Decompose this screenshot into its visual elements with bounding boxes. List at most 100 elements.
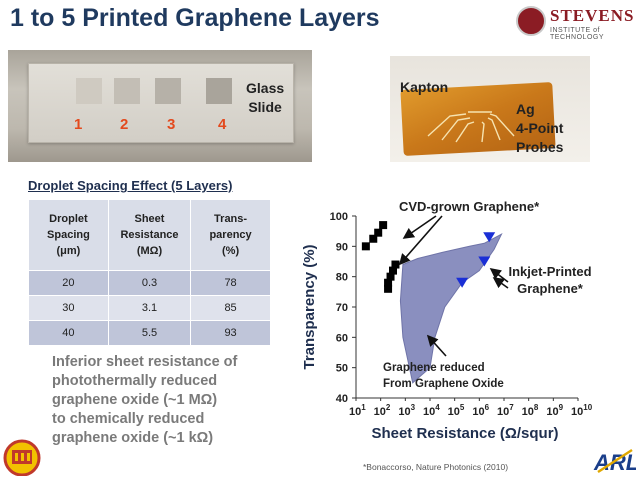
annotation-go: Graphene reduced [383,362,485,374]
glass-slide-label: Glass Slide [246,79,284,117]
inkjet-graphene-point [478,256,491,267]
x-tick-label: 104 [423,403,440,418]
arl-logo: ARL [592,446,638,476]
stevens-logo: STEVENS INSTITUTE of TECHNOLOGY [516,2,634,42]
inkjet-graphene-point [483,232,496,243]
table-row: 20 0.3 78 [28,270,271,296]
graphene-oxide-region [399,233,503,384]
inkjet-graphene-point [456,277,469,288]
note-line: Inferior sheet resistance of [52,354,238,370]
kapton-label: Kapton [400,79,449,95]
cvd-graphene-point [386,272,395,281]
note-line: to chemically reduced [52,411,205,427]
table-row: 40 5.5 93 [28,320,271,346]
droplet-spacing-table: Droplet Spacing (μm) Sheet Resistance (M… [28,199,271,346]
table-cell: 40 [28,320,109,346]
table-cell: 3.1 [107,295,192,321]
ag-probe-label: Ag 4-Point Probes [516,100,563,157]
header-text: Trans- [214,213,248,225]
y-tick-label: 100 [330,211,348,223]
glass-label-line2: Slide [248,99,282,115]
x-tick-label: 109 [546,403,563,418]
cvd-graphene-point [391,260,400,269]
header-text: Droplet [49,213,88,225]
header-sheet-resistance: Sheet Resistance (MΩ) [107,199,192,271]
header-text: (μm) [56,245,81,257]
x-tick-label: 101 [349,403,366,418]
stevens-logo-subtext: INSTITUTE of TECHNOLOGY [550,27,605,41]
y-tick-label: 50 [336,363,348,375]
inferior-resistance-note: Inferior sheet resistance of phototherma… [52,353,237,448]
table-cell: 5.5 [107,320,192,346]
table-cell: 78 [190,270,271,296]
annotation-arrow [398,215,443,266]
header-text: (MΩ) [136,245,163,257]
cvd-graphene-point [361,242,370,251]
stevens-seal-icon [516,6,546,36]
cvd-graphene-point [379,221,388,230]
x-tick-label: 108 [522,403,539,418]
graphene-sample-3 [155,78,181,104]
cvd-graphene-point [374,228,383,237]
glass-slide-photo: 1 2 3 4 [8,50,312,162]
graphene-sample-2 [114,78,140,104]
header-text: (%) [222,245,240,257]
header-text: parency [209,229,252,241]
header-text: Spacing [47,229,90,241]
table-cell: 20 [28,270,109,296]
cvd-graphene-point [389,266,397,275]
annotation-cvd: CVD-grown Graphene* [399,199,540,214]
annotation-arrow [489,268,509,283]
ag-label-line2: 4-Point [516,120,564,136]
annotation-arrow [426,334,447,357]
cvd-graphene-point [369,234,378,243]
note-line: photothermally reduced [52,373,218,389]
header-text: Sheet [134,213,165,225]
kapton-photo [390,56,590,162]
sample-number-2: 2 [120,116,129,133]
transparency-vs-resistance-chart: 40 50 60 70 80 90 100 101 102 103 104 105 106 107 108 1… [301,199,593,442]
table-row: 30 3.1 85 [28,295,271,321]
annotation-inkjet: Inkjet-Printed [508,264,591,279]
slide-title: 1 to 5 Printed Graphene Layers [10,4,380,32]
y-tick-label: 80 [336,272,348,284]
table-cell: 0.3 [107,270,192,296]
x-tick-label: 1010 [571,403,593,418]
stevens-logo-text: STEVENS [550,6,635,25]
university-crest-logo [0,436,48,477]
header-transparency: Trans- parency (%) [190,199,271,271]
annotation-arrow [492,277,509,289]
glass-label-line1: Glass [246,80,285,96]
electrode-pattern-icon [427,111,515,143]
table-cell: 93 [190,320,271,346]
sample-number-3: 3 [167,116,176,133]
y-tick-label: 60 [336,332,348,344]
ag-label-line1: Ag [516,101,535,117]
citation: *Bonaccorso, Nature Photonics (2010) [363,462,509,472]
table-header-row: Droplet Spacing (μm) Sheet Resistance (M… [28,199,271,271]
note-line: graphene oxide (~1 kΩ) [52,430,214,446]
table-cell: 85 [190,295,271,321]
graphene-sample-1 [76,78,102,104]
x-axis-label: Sheet Resistance (Ω/squr) [371,425,558,442]
cvd-graphene-point [384,284,393,293]
y-tick-label: 70 [336,302,348,314]
header-text: Resistance [120,229,179,241]
x-tick-label: 107 [497,403,514,418]
x-tick-label: 103 [398,403,415,418]
table-title: Droplet Spacing Effect (5 Layers) [28,178,233,193]
table-cell: 30 [28,295,109,321]
annotation-arrow [402,215,437,239]
x-tick-label: 105 [448,403,465,418]
cvd-graphene-point [384,278,393,287]
ag-label-line3: Probes [516,139,564,155]
graphene-sample-4 [206,78,232,104]
x-tick-label: 106 [472,403,489,418]
annotation-inkjet: Graphene* [517,281,584,296]
x-tick-label: 102 [374,403,391,418]
y-tick-label: 90 [336,241,348,253]
y-axis-label: Transparency (%) [301,244,318,369]
sample-number-4: 4 [218,116,227,133]
note-line: graphene oxide (~1 MΩ) [52,392,218,408]
y-tick-label: 40 [336,393,348,405]
